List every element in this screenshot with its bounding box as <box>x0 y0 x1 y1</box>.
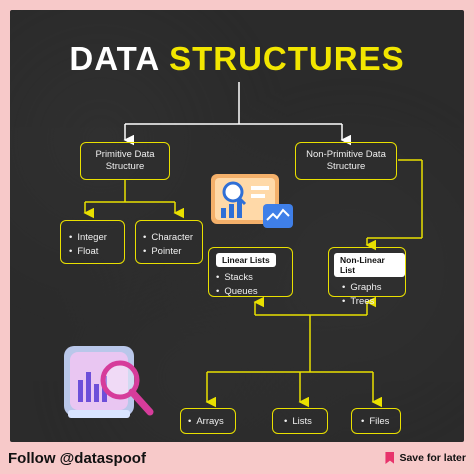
list-item: Queues <box>216 285 292 299</box>
linear-lists-title: Linear Lists <box>216 253 276 267</box>
lists-box: Lists <box>272 408 328 434</box>
primitive-data-structure-box: Primitive Data Structure <box>80 142 170 180</box>
list-item: Graphs <box>342 281 405 295</box>
files-box: Files <box>351 408 401 434</box>
title-structures: STRUCTURES <box>169 40 405 77</box>
primitive-left-list: Integer Float <box>69 231 124 259</box>
arrays-box: Arrays <box>180 408 236 434</box>
list-item: Character <box>143 231 202 245</box>
non-linear-list-box: Non-Linear List Graphs Trees <box>328 247 406 307</box>
save-for-later-button[interactable]: Save for later <box>385 452 466 464</box>
character-pointer-box: Character Pointer <box>135 220 203 264</box>
magnifier-chart-icon <box>54 338 164 433</box>
lists-label: Lists <box>284 415 327 429</box>
primitive-label: Primitive Data Structure <box>95 148 155 172</box>
non-primitive-label: Non-Primitive Data Structure <box>306 148 386 172</box>
list-item: Trees <box>342 295 405 309</box>
bookmark-icon <box>385 452 395 464</box>
save-label: Save for later <box>399 452 466 464</box>
title-data: DATA <box>69 40 159 77</box>
list-item: Stacks <box>216 271 292 285</box>
non-linear-list-items: Graphs Trees <box>334 281 405 309</box>
linear-lists-items: Stacks Queues <box>216 271 292 299</box>
non-linear-list-title: Non-Linear List <box>334 253 405 277</box>
arrays-label: Arrays <box>188 415 235 429</box>
follow-handle[interactable]: Follow @dataspoof <box>8 450 146 467</box>
non-primitive-data-structure-box: Non-Primitive Data Structure <box>295 142 397 180</box>
page-title: DATA STRUCTURES <box>10 40 464 78</box>
list-item: Integer <box>69 231 124 245</box>
integer-float-box: Integer Float <box>60 220 125 264</box>
linear-lists-box: Linear Lists Stacks Queues <box>208 247 293 297</box>
list-item: Float <box>69 245 124 259</box>
list-item: Pointer <box>143 245 202 259</box>
analytics-dashboard-icon <box>207 168 299 240</box>
chalkboard: DATA STRUCTURES <box>10 10 464 442</box>
primitive-right-list: Character Pointer <box>143 231 202 259</box>
footer: Follow @dataspoof Save for later <box>0 442 474 474</box>
files-label: Files <box>361 415 400 429</box>
